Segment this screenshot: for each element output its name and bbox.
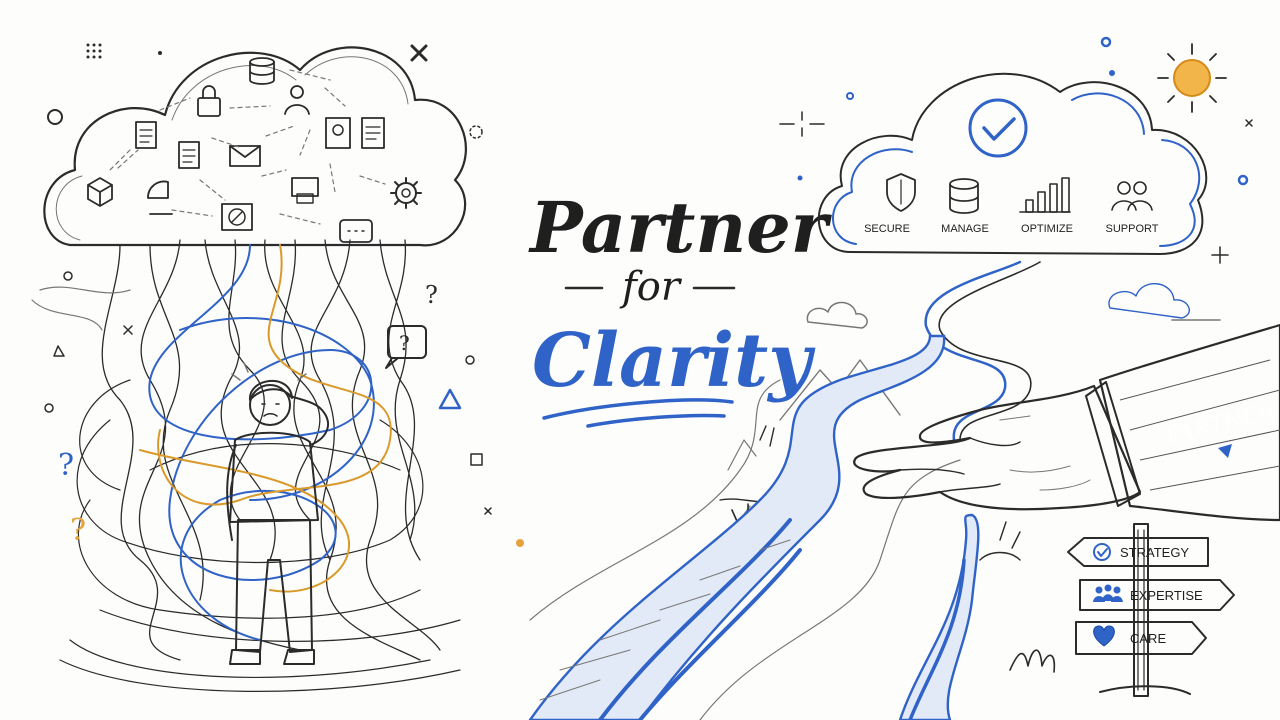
pillar-label-optimize: OPTIMIZE [1021,223,1073,235]
document-icon [361,117,385,149]
confused-person [226,362,329,665]
headline: Partner for Clarity [528,186,833,428]
sign-label-expertise: EXPERTISE [1130,588,1203,603]
clean-cloud: SECURE MANAGE OPTIMIZE SUPPORT [818,72,1208,255]
compass-icon [221,203,253,231]
check-circle-icon [1093,543,1111,561]
headline-clarity: Clarity [532,318,816,404]
gear-icon [390,177,422,209]
chat-bubble-icon [339,219,373,243]
chart-icon [147,180,173,215]
sun-icon [1157,43,1227,113]
question-mark-icon: ? [425,281,438,309]
lock-icon [197,85,221,117]
headline-for: for [619,264,683,310]
signpost: STRATEGY EXPERTISE CARE [1067,523,1235,697]
sign-label-care: CARE [1130,631,1166,646]
shield-icon [886,173,916,212]
user-icon [284,85,310,115]
chaotic-cloud [43,46,467,247]
svg-text:?: ? [399,331,410,355]
profile-card-icon [325,117,351,149]
question-mark-icon: ? [58,448,74,483]
check-circle-icon [968,98,1028,158]
triangle-logo-icon [1218,444,1232,458]
document-icon [135,121,157,149]
pillar-label-secure: SECURE [864,223,910,235]
sign-care: CARE [1075,621,1207,655]
question-bubble-icon: ? [385,325,427,369]
printer-icon [291,177,319,204]
headline-underline [542,398,734,428]
sign-expertise: EXPERTISE [1079,579,1235,611]
question-mark-icon: ? [70,513,86,548]
database-icon [949,178,979,214]
envelope-icon [229,145,261,167]
heart-icon [1093,625,1115,647]
database-icon [249,57,275,85]
sparkle-doodles [779,36,1253,264]
document-icon [178,141,200,169]
sign-strategy: STRATEGY [1067,537,1209,567]
team-icon [1093,584,1123,602]
pillar-label-support: SUPPORT [1106,223,1159,235]
users-icon [1111,181,1153,211]
scattered-doodles: ? ? ? ? [31,43,524,548]
cables [59,239,461,692]
headline-partner: Partner [528,186,833,269]
sign-label-strategy: STRATEGY [1120,545,1189,560]
x-mark-icon [410,44,428,62]
pillar-label-manage: MANAGE [941,223,989,235]
circle-doodle-icon [47,109,63,125]
bar-chart-icon [1019,177,1071,213]
triangle-icon [438,388,462,410]
cube-icon [87,177,113,207]
